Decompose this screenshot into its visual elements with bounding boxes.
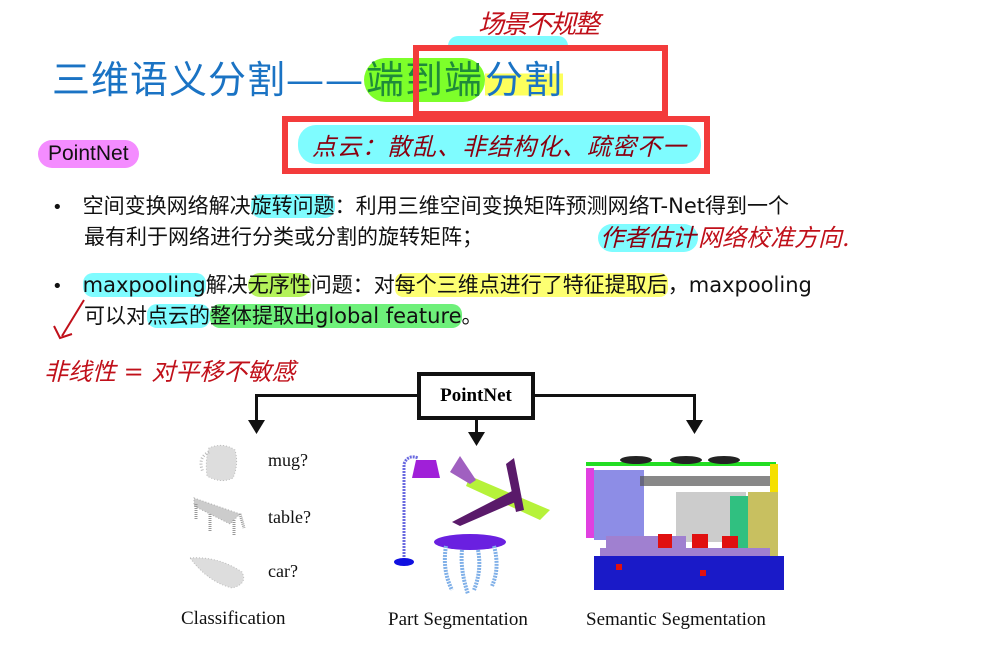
bullet-2-highlight-maxpooling: maxpooling [82, 273, 206, 297]
red-arrow-icon [53, 299, 85, 340]
label-semantic-segmentation: Semantic Segmentation [586, 609, 766, 630]
connector-right-down [693, 394, 696, 424]
table-pointcloud-icon [193, 497, 246, 536]
slide-title: 三维语义分割——端到端分割 [52, 52, 564, 108]
class-label-mug: mug? [268, 450, 308, 470]
bullet-1-highlight-rotation: 旋转问题 [250, 194, 335, 218]
bullet-2-line2-a: 可以对 [84, 304, 147, 328]
car-pointcloud-icon [189, 557, 245, 589]
bullet-2-text-b: 问题：对 [310, 273, 395, 297]
bullet-1-text-b: ：利用三维空间变换矩阵预测网络T-Net得到一个 [334, 194, 789, 218]
connector-center-down [475, 420, 478, 436]
bullet-dot: • [52, 197, 63, 218]
label-classification: Classification [181, 608, 286, 629]
annotation-author-estimate: 作者估计网络校准方向. [598, 218, 850, 253]
class-label-car: car? [268, 561, 298, 581]
bullet-2-highlight-point-cloud: 点云的 [147, 304, 210, 328]
arrow-down-icon [686, 420, 703, 434]
connector-left [255, 394, 417, 397]
red-box-note [282, 116, 710, 174]
class-label-table: table? [268, 507, 311, 527]
annotation-translation-insensitive: 非线性 = 对平移不敏感 [44, 358, 296, 386]
bullet-1-text-a: 空间变换网络解决 [82, 194, 251, 218]
red-box-title [413, 45, 668, 117]
bullet-2-highlight-global-feature: 整体提取出global feature [210, 304, 462, 328]
title-highlight-end-to-end: 端到端 [364, 58, 486, 102]
bullet-2-text-c: ，maxpooling [667, 273, 812, 297]
connector-right [535, 394, 695, 397]
part-segmentation-pointcloud-icon [394, 455, 550, 595]
bullet-2: • maxpooling解决无序性问题：对每个三维点进行了特征提取后，maxpo… [52, 270, 812, 302]
annotation-point-cloud: 点云：散乱、非结构化、疏密不一 [298, 125, 701, 164]
diagram-pointnet-box: PointNet [417, 372, 535, 420]
section-tag-pointnet: PointNet [38, 140, 139, 168]
label-part-segmentation: Part Segmentation [388, 609, 528, 630]
title-highlight-segmentation: 分割 [485, 58, 564, 102]
arrow-down-icon [248, 420, 265, 434]
connector-left-down [255, 394, 258, 424]
bullet-2-text-a: 解决 [205, 273, 248, 297]
bullet-2-highlight-feature-extraction: 每个三维点进行了特征提取后 [394, 273, 668, 297]
semantic-segmentation-pointcloud-icon [586, 456, 784, 590]
annotation-scene-irregular: 场景不规整 [478, 10, 600, 40]
bullet-2-highlight-unordered: 无序性 [247, 273, 311, 297]
arrow-down-icon [468, 432, 485, 446]
bullet-2-line-2: 可以对点云的整体提取出global feature。 [84, 301, 483, 332]
title-prefix: 三维语义分割—— [52, 58, 365, 102]
annotation-author-prefix: 作者估计 [598, 224, 698, 252]
annotation-author-rest: 网络校准方向. [698, 224, 850, 252]
mug-pointcloud-icon [199, 444, 238, 482]
bullet-dot: • [52, 276, 63, 297]
bullet-1: • 空间变换网络解决旋转问题：利用三维空间变换矩阵预测网络T-Net得到一个 [52, 191, 789, 223]
bullet-1-line-2: 最有利于网络进行分类或分割的旋转矩阵； [84, 225, 483, 249]
bullet-2-line2-end: 。 [461, 304, 483, 328]
